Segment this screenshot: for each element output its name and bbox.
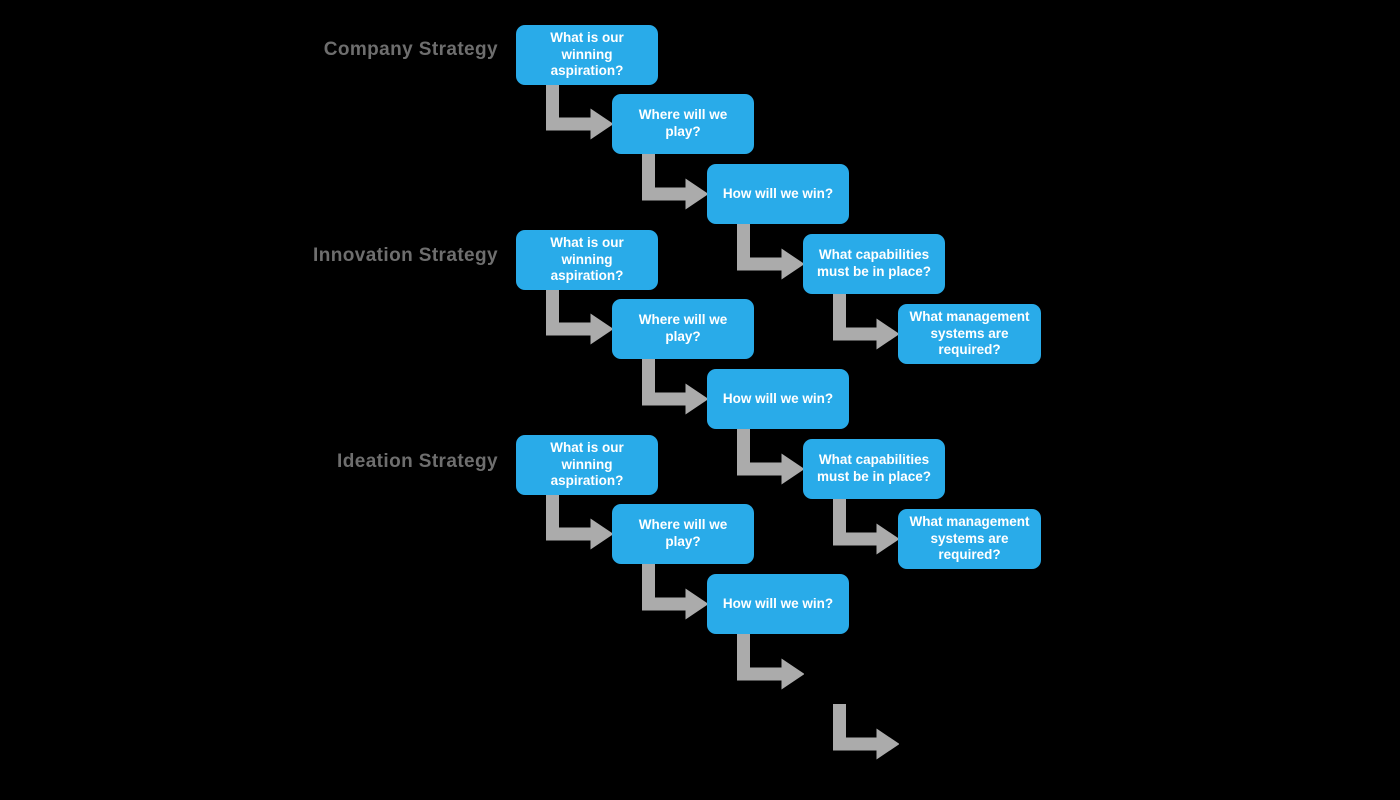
strategy-node[interactable]: What management systems are required? — [898, 304, 1041, 364]
strategy-node[interactable]: What management systems are required? — [898, 509, 1041, 569]
flow-arrow — [545, 495, 613, 551]
flow-arrow — [832, 704, 899, 761]
strategy-node[interactable]: What capabilities must be in place? — [803, 234, 945, 294]
flow-arrow — [736, 429, 804, 486]
flow-arrow — [736, 224, 804, 281]
flow-arrow-shape — [545, 290, 613, 345]
row-label-1: Company Strategy — [323, 39, 498, 60]
strategy-node[interactable]: Where will we play? — [612, 504, 754, 564]
flow-arrow-shape — [736, 224, 804, 280]
flow-arrow-shape — [832, 499, 899, 555]
flow-arrow-shape — [641, 564, 708, 620]
strategy-node[interactable]: Where will we play? — [612, 299, 754, 359]
flow-arrow — [832, 499, 899, 556]
strategy-node[interactable]: How will we win? — [707, 369, 849, 429]
flow-arrow — [545, 290, 613, 346]
flow-arrow-shape — [545, 85, 613, 140]
row-label-3: Ideation Strategy — [337, 451, 498, 472]
flow-arrow-shape — [641, 154, 708, 210]
flow-arrow — [545, 85, 613, 141]
strategy-node[interactable]: How will we win? — [707, 164, 849, 224]
flow-arrow-shape — [832, 294, 899, 350]
flow-arrow — [641, 359, 708, 416]
flow-arrow — [832, 294, 899, 351]
strategy-node[interactable]: Where will we play? — [612, 94, 754, 154]
row-label-2: Innovation Strategy — [313, 245, 498, 266]
flow-arrow-shape — [736, 634, 804, 690]
strategy-node[interactable]: What is our winning aspiration? — [516, 230, 658, 290]
flow-arrow-shape — [736, 429, 804, 485]
flow-arrow — [736, 634, 804, 691]
strategy-node[interactable]: How will we win? — [707, 574, 849, 634]
strategy-node[interactable]: What is our winning aspiration? — [516, 435, 658, 495]
strategy-node[interactable]: What is our winning aspiration? — [516, 25, 658, 85]
flow-arrow-shape — [832, 704, 899, 760]
flow-arrow — [641, 154, 708, 211]
flow-arrow-shape — [641, 359, 708, 415]
strategy-node[interactable]: What capabilities must be in place? — [803, 439, 945, 499]
flow-arrow-shape — [545, 495, 613, 550]
flow-arrow — [641, 564, 708, 621]
